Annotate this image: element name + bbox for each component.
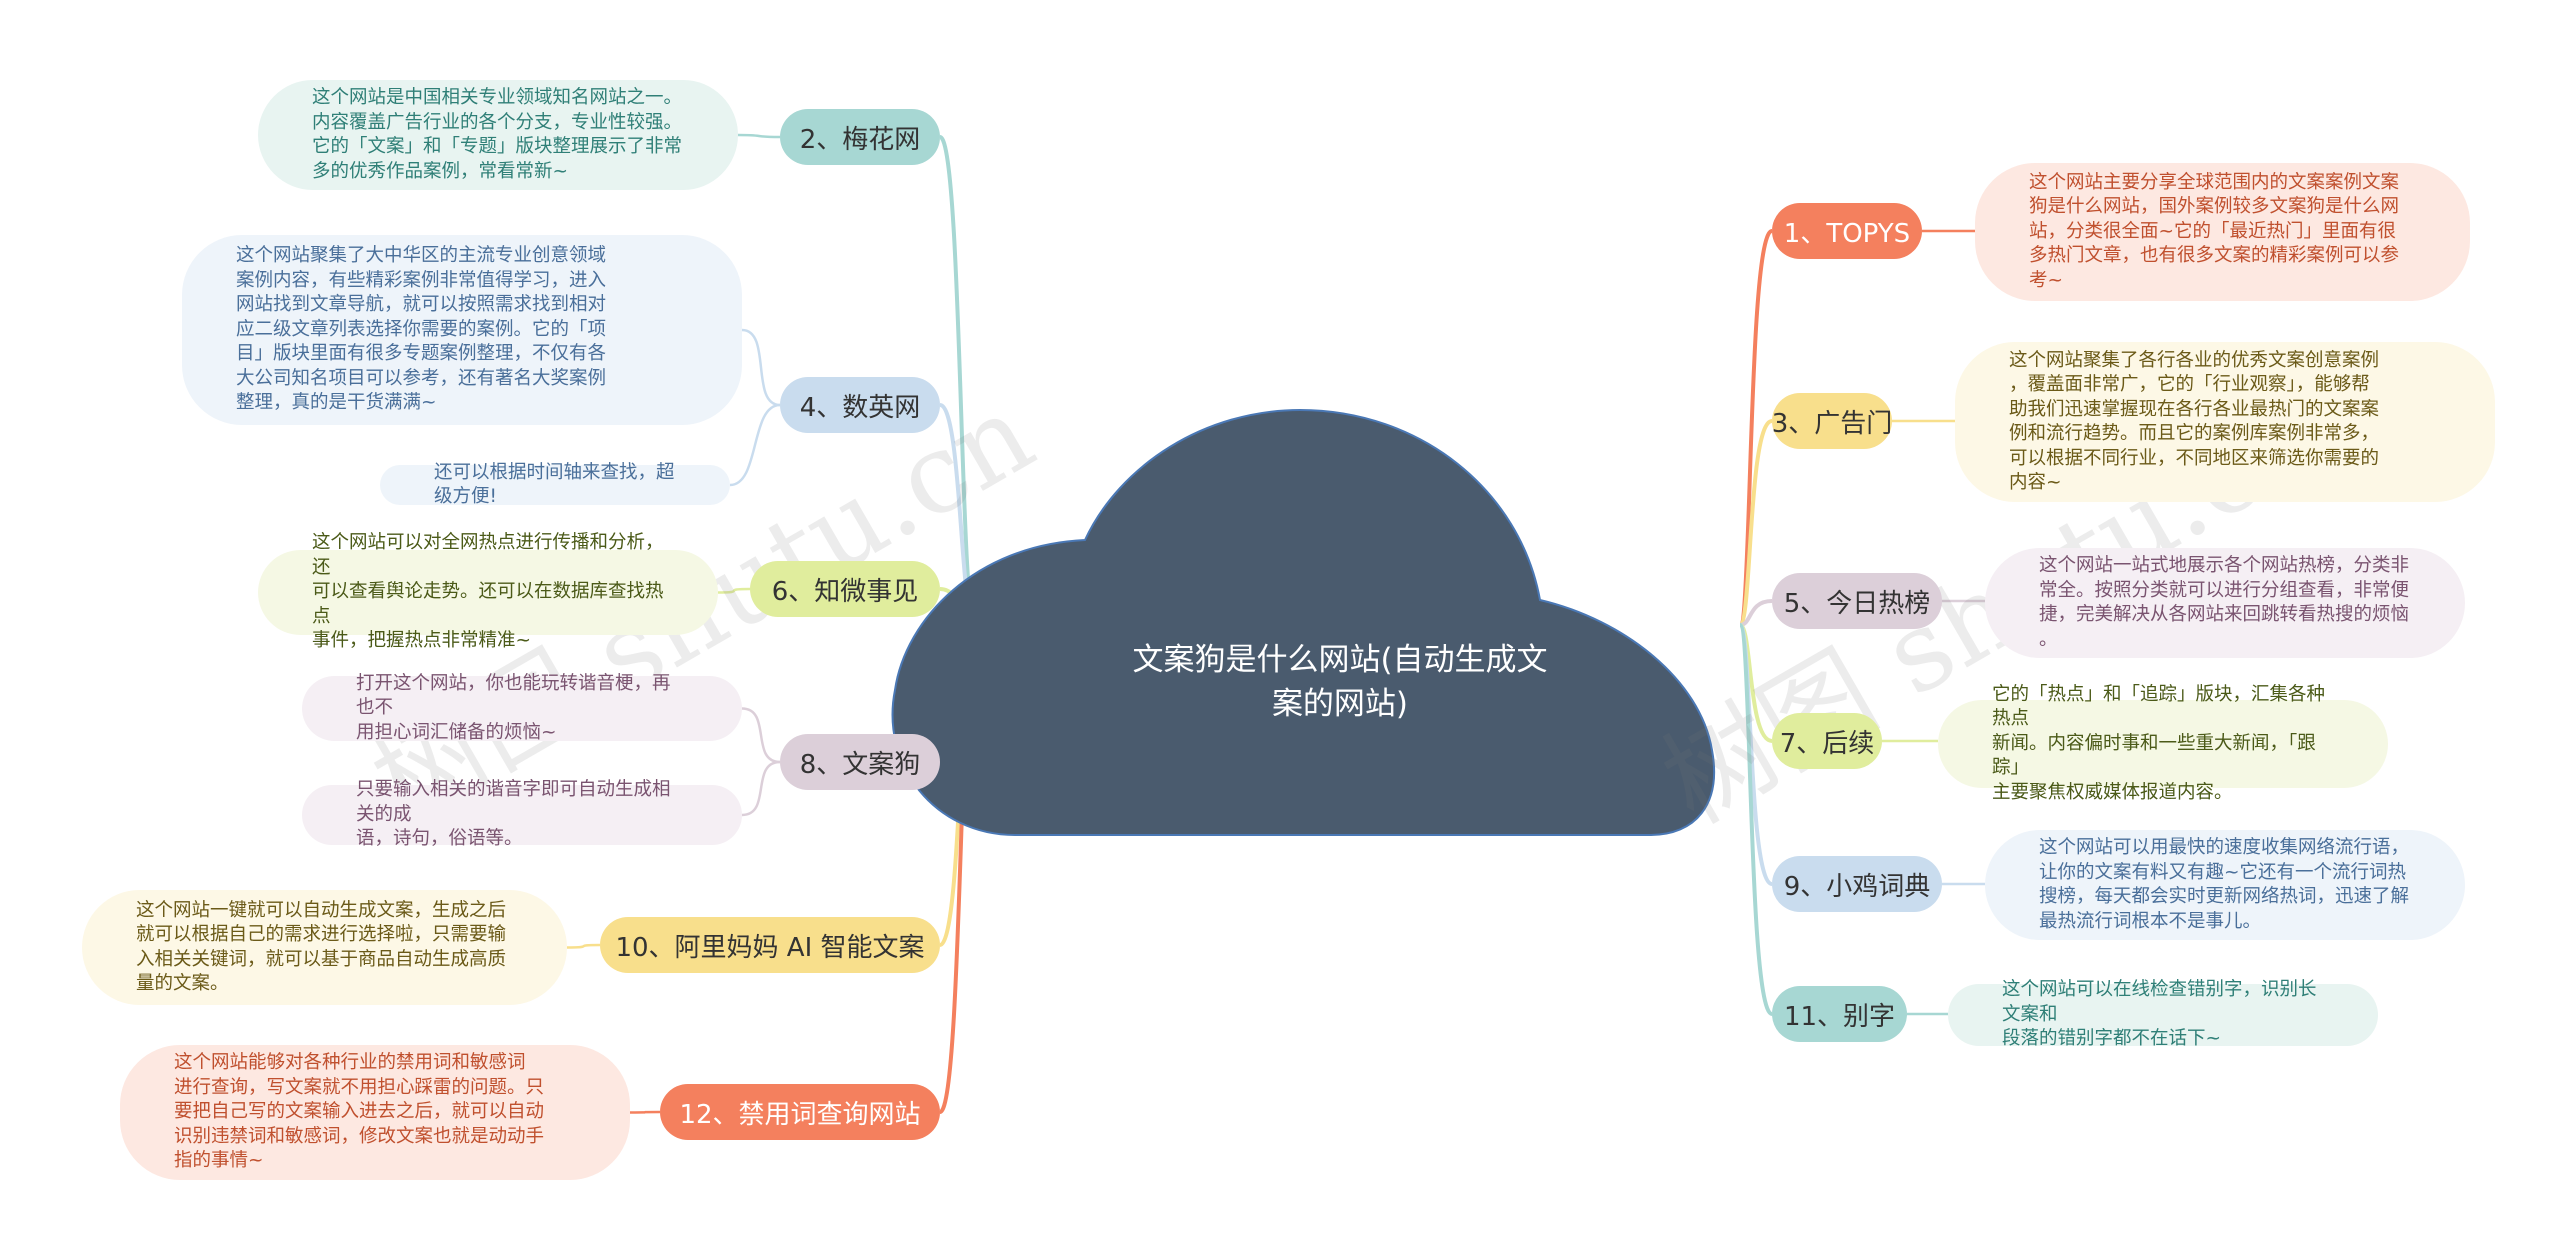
detail-line: 搜榜，每天都会实时更新网络热词，迅速了解 <box>2039 886 2410 907</box>
detail-line: 助我们迅速掌握现在各行各业最热门的文案案 <box>2009 398 2380 420</box>
branch-detail: 这个网站能够对各种行业的禁用词和敏感词进行查询，写文案就不用担心踩雷的问题。只要… <box>120 1045 630 1180</box>
branch-node-right[interactable]: 11、别字 <box>1772 986 1907 1042</box>
branch-detail: 这个网站可以对全网热点进行传播和分析，还可以查看舆论走势。还可以在数据库查找热点… <box>258 532 718 651</box>
branch-detail: 这个网站主要分享全球范围内的文案案例文案狗是什么网站，国外案例较多文案狗是什么网… <box>1975 163 2470 301</box>
detail-line: 狗是什么网站，国外案例较多文案狗是什么网 <box>2029 196 2400 218</box>
branch-detail: 这个网站一站式地展示各个网站热榜，分类非常全。按照分类就可以进行分组查看，非常便… <box>1985 548 2465 658</box>
detail-line: 新闻。内容偏时事和一些重大新闻，「跟踪」 <box>1992 732 2316 779</box>
detail-line: 这个网站聚集了大中华区的主流专业创意领域 <box>236 245 607 267</box>
branch-detail: 这个网站聚集了各行各业的优秀文案创意案例 ，覆盖面非常广，它的「行业观察」，能够帮… <box>1955 342 2495 502</box>
branch-detail: 打开这个网站，你也能玩转谐音梗，再也不用担心词汇储备的烦恼~ <box>302 673 742 743</box>
branch-node-right[interactable]: 1、TOPYS <box>1772 203 1922 259</box>
detail-connector <box>566 943 601 949</box>
detail-line: 可以根据不同行业，不同地区来筛选你需要的 <box>2009 447 2380 469</box>
detail-line: 这个网站是中国相关专业领域知名网站之一。 <box>312 87 683 108</box>
branch-node-left[interactable]: 4、数英网 <box>780 377 940 433</box>
detail-line: 应二级文章列表选择你需要的案例。它的「项 <box>236 318 607 340</box>
detail-line: 这个网站可以在线检查错别字，识别长文案和 <box>2002 979 2317 1025</box>
detail-line: 常全。按照分类就可以进行分组查看，非常便 <box>2039 579 2410 601</box>
detail-line: 这个网站可以对全网热点进行传播和分析，还 <box>312 532 664 578</box>
detail-line: 这个网站一站式地展示各个网站热榜，分类非 <box>2039 555 2410 576</box>
detail-line: 进行查询，写文案就不用担心踩雷的问题。只 <box>174 1076 545 1098</box>
detail-line: 识别违禁词和敏感词，修改文案也就是动动手 <box>174 1125 545 1147</box>
branch-detail: 这个网站是中国相关专业领域知名网站之一。内容覆盖广告行业的各个分支，专业性较强。… <box>258 80 738 190</box>
detail-line: 要把自己写的文案输入进去之后，就可以自动 <box>174 1101 545 1123</box>
central-topic[interactable]: 文案狗是什么网站(自动生成文案的网站) <box>1132 642 1548 722</box>
detail-line: 多的优秀作品案例，常看常新~ <box>312 160 569 182</box>
detail-connector <box>629 1110 661 1114</box>
connector-line <box>1738 623 1774 1016</box>
branch-detail: 只要输入相关的谐音字即可自动生成相关的成语，诗句，俗语等。 <box>302 779 742 849</box>
detail-connector <box>741 707 781 764</box>
detail-connector <box>729 403 781 487</box>
detail-line: 捷，完美解决从各网站来回跳转看热搜的烦恼 <box>2039 604 2410 625</box>
detail-line: 大公司知名项目可以参考，还有著名大奖案例 <box>236 367 607 389</box>
detail-line: 内容覆盖广告行业的各个分支，专业性较强。 <box>312 111 683 133</box>
detail-line: 这个网站可以用最快的速度收集网络流行语， <box>2039 837 2410 858</box>
branch-node-right[interactable]: 9、小鸡词典 <box>1772 856 1942 912</box>
detail-line: 这个网站聚集了各行各业的优秀文案创意案例 <box>2009 349 2380 371</box>
detail-line: 主要聚焦权威媒体报道内容。 <box>1992 781 2233 803</box>
detail-line: 。 <box>2039 628 2058 650</box>
detail-line: 语，诗句，俗语等。 <box>356 828 523 850</box>
detail-line: 量的文案。 <box>136 973 229 994</box>
detail-line: 例和流行趋势。而且它的案例库案例非常多， <box>2009 423 2380 444</box>
detail-line: 打开这个网站，你也能玩转谐音梗，再也不 <box>356 672 671 719</box>
connector-line <box>1738 419 1773 627</box>
branch-detail: 它的「热点」和「追踪」版块，汇集各种热点新闻。内容偏时事和一些重大新闻，「跟踪」… <box>1938 684 2388 803</box>
branch-detail: 还可以根据时间轴来查找，超级方便! <box>380 462 730 507</box>
branch-detail: 这个网站可以在线检查错别字，识别长文案和段落的错别字都不在话下~ <box>1948 979 2378 1049</box>
detail-line: 内容~ <box>2009 472 2062 493</box>
detail-line: 网站找到文章导航，就可以按照需求找到相对 <box>236 294 607 316</box>
detail-line: 这个网站能够对各种行业的禁用词和敏感词 <box>174 1052 526 1074</box>
detail-line: 多热门文章，也有很多文案的精彩案例可以参 <box>2029 245 2400 267</box>
branch-detail: 这个网站可以用最快的速度收集网络流行语， 让你的文案有料又有趣~它还有一个流行词热… <box>1985 830 2465 940</box>
detail-line: 案例内容，有些精彩案例非常值得学习，进入 <box>236 269 607 291</box>
branch-node-right[interactable]: 5、今日热榜 <box>1772 573 1942 629</box>
detail-line: 就可以根据自己的需求进行选择啦，只需要输 <box>136 924 507 945</box>
detail-connector <box>717 587 751 594</box>
branch-node-left[interactable]: 6、知微事见 <box>750 561 940 617</box>
detail-connector <box>741 760 781 817</box>
branch-node-left[interactable]: 12、禁用词查询网站 <box>660 1084 940 1140</box>
detail-line: 它的「热点」和「追踪」版块，汇集各种热点 <box>1992 683 2326 730</box>
detail-line: 段落的错别字都不在话下~ <box>2002 1028 2222 1050</box>
detail-line: 指的事情~ <box>174 1150 264 1172</box>
detail-line: 站，分类很全面~它的「最近热门」里面有很 <box>2029 220 2397 242</box>
branch-node-left[interactable]: 2、梅花网 <box>780 109 940 165</box>
detail-line: 用担心词汇储备的烦恼~ <box>356 721 557 743</box>
detail-line: 目」版块里面有很多专题案例整理，不仅有各 <box>236 343 607 365</box>
branch-node-right[interactable]: 7、后续 <box>1772 713 1882 769</box>
branch-node-left[interactable]: 10、阿里妈妈 AI 智能文案 <box>600 917 940 973</box>
detail-line: 入相关关键词，就可以基于商品自动生成高质 <box>136 948 507 970</box>
branch-node-right[interactable]: 3、广告门 <box>1772 393 1892 449</box>
branch-node-left[interactable]: 8、文案狗 <box>780 734 940 790</box>
detail-line: 考~ <box>2029 269 2064 291</box>
branch-detail: 这个网站一键就可以自动生成文案，生成之后就可以根据自己的需求进行选择啦，只需要输… <box>82 890 567 1005</box>
detail-line: ，覆盖面非常广，它的「行业观察」，能够帮 <box>2009 374 2370 395</box>
detail-line: 这个网站一键就可以自动生成文案，生成之后 <box>136 899 507 921</box>
detail-connector <box>741 328 781 407</box>
detail-line: 这个网站主要分享全球范围内的文案案例文案 <box>2029 171 2400 193</box>
detail-line: 它的「文案」和「专题」版块整理展示了非常 <box>312 136 683 157</box>
branch-detail: 这个网站聚集了大中华区的主流专业创意领域案例内容，有些精彩案例非常值得学习，进入… <box>182 235 742 425</box>
detail-line: 可以查看舆论走势。还可以在数据库查找热点 <box>312 581 664 627</box>
detail-line: 只要输入相关的谐音字即可自动生成相关的成 <box>356 779 671 825</box>
detail-line: 还可以根据时间轴来查找，超级方便! <box>434 461 675 508</box>
detail-connector <box>737 133 781 139</box>
detail-line: 事件，把握热点非常精准~ <box>312 630 532 652</box>
detail-line: 最热流行词根本不是事儿。 <box>2039 910 2262 932</box>
detail-line: 让你的文案有料又有趣~它还有一个流行词热 <box>2039 861 2407 883</box>
detail-line: 整理，真的是干货满满~ <box>236 392 437 414</box>
